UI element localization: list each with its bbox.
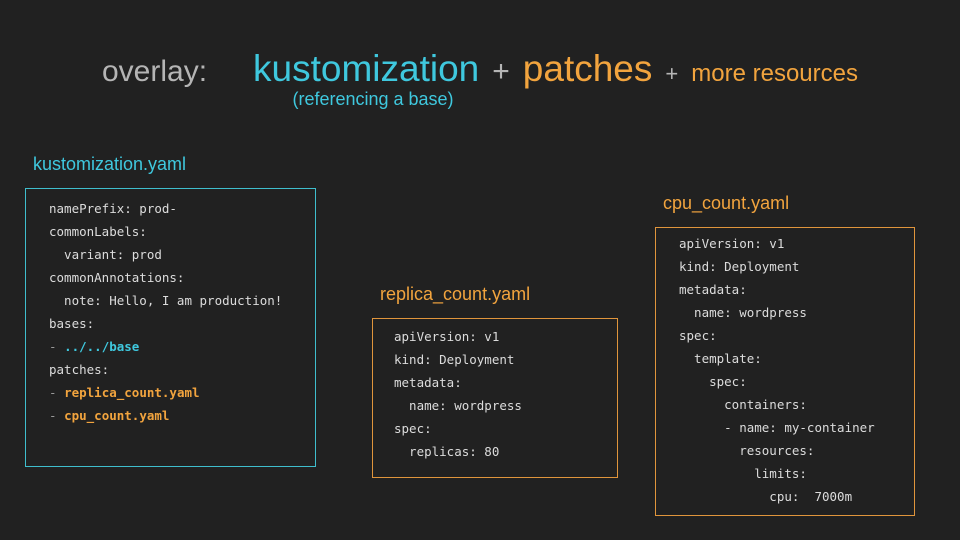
title-segment: kustomization — [253, 48, 480, 89]
code-line: spec: — [679, 374, 747, 389]
code-box-kustomization: namePrefix: prod-commonLabels: variant: … — [25, 188, 316, 467]
code-line: containers: — [679, 397, 807, 412]
code-line: name: wordpress — [679, 305, 807, 320]
code-line: metadata: — [394, 375, 462, 390]
slide-title: overlay: kustomization + patches + more resou… — [0, 50, 960, 87]
code-line: kind: Deployment — [679, 259, 800, 274]
code-line: metadata: — [679, 282, 747, 297]
title-segment: patches — [522, 48, 653, 89]
code-line: cpu: 7000m — [679, 489, 853, 504]
panel-label-kustomization: kustomization.yaml — [33, 154, 187, 174]
code-line: note: Hello, I am production! — [49, 293, 283, 308]
panel-label-cpu-count: cpu_count.yaml — [663, 193, 790, 213]
code-line: apiVersion: v1 — [679, 236, 785, 251]
code-line: - cpu_count.yaml — [49, 408, 170, 423]
panel-kustomization-yaml: kustomization.yaml namePrefix: prod-comm… — [25, 153, 316, 467]
code-line: commonLabels: — [49, 224, 147, 239]
title-segment: + — [665, 61, 679, 86]
code-line: resources: — [679, 443, 815, 458]
code-line: - replica_count.yaml — [49, 385, 200, 400]
code-line: apiVersion: v1 — [394, 329, 500, 344]
code-line: limits: — [679, 466, 807, 481]
panel-label-replica-count: replica_count.yaml — [380, 284, 531, 304]
code-line: template: — [679, 351, 762, 366]
code-line: namePrefix: prod- — [49, 201, 177, 216]
title-segment: overlay: — [102, 55, 208, 88]
code-line: replicas: 80 — [394, 444, 500, 459]
title-segment: more resources — [691, 60, 858, 87]
slide-subtitle: (referencing a base) — [292, 89, 454, 109]
code-line: patches: — [49, 362, 110, 377]
code-line: spec: — [679, 328, 717, 343]
panel-cpu-count-yaml: cpu_count.yaml apiVersion: v1 kind: Deplo… — [655, 192, 915, 516]
panel-replica-count-yaml: replica_count.yaml apiVersion: v1 kind: D… — [372, 283, 618, 478]
code-line: variant: prod — [49, 247, 162, 262]
code-line: kind: Deployment — [394, 352, 515, 367]
code-content-kustomization: namePrefix: prod-commonLabels: variant: … — [49, 197, 315, 427]
code-line: - ../../base — [49, 339, 140, 354]
code-line: spec: — [394, 421, 432, 436]
code-line: commonAnnotations: — [49, 270, 185, 285]
code-line: - name: my-container — [679, 420, 875, 435]
title-segment: + — [492, 55, 510, 88]
code-line: name: wordpress — [394, 398, 522, 413]
code-line: bases: — [49, 316, 95, 331]
